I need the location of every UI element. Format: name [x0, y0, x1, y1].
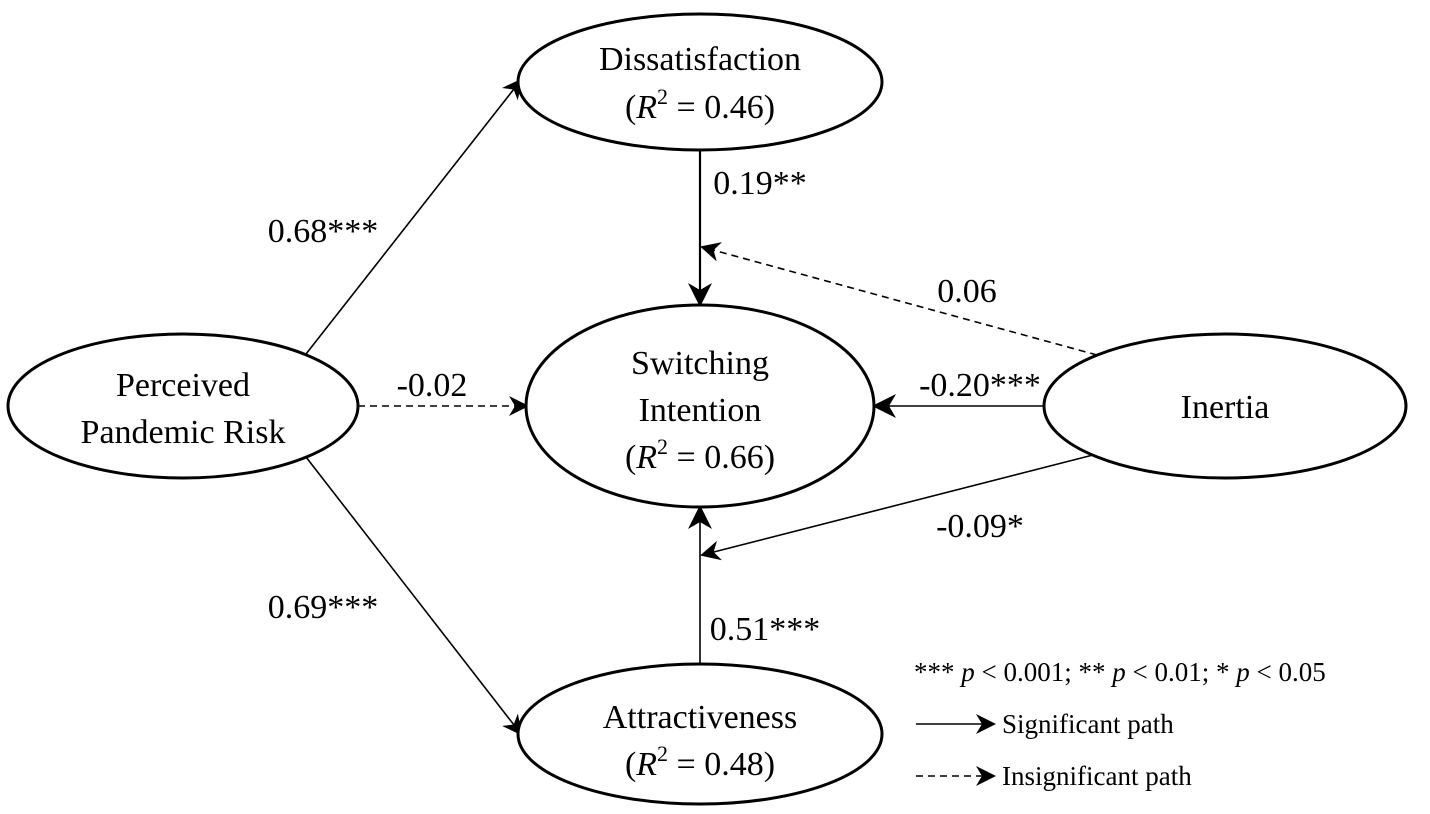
coef-inertia-moderates-attractiveness: -0.09* — [936, 508, 1024, 545]
legend: *** p < 0.001; ** p < 0.01; * p < 0.05 S… — [914, 657, 1326, 791]
coef-risk-to-dissatisfaction: 0.68*** — [268, 213, 379, 250]
node-dissatisfaction-label: Dissatisfaction — [599, 41, 801, 78]
node-dissatisfaction-r2: (R2 = 0.46) — [625, 84, 775, 126]
node-risk-line2: Pandemic Risk — [81, 414, 286, 451]
path-risk-to-attractiveness — [305, 456, 523, 736]
node-switching-line1: Switching — [631, 345, 769, 382]
node-inertia: Inertia — [1042, 332, 1408, 480]
coef-attractiveness-to-switching: 0.51*** — [710, 611, 821, 648]
legend-insignificant-label: Insignificant path — [1002, 761, 1192, 791]
node-inertia-label: Inertia — [1181, 389, 1270, 426]
coef-dissatisfaction-to-switching: 0.19** — [713, 165, 807, 202]
node-attractiveness-label: Attractiveness — [603, 699, 798, 736]
node-switching-intention: Switching Intention (R2 = 0.66) — [524, 303, 876, 509]
node-attractiveness: Attractiveness (R2 = 0.48) — [516, 662, 884, 806]
coef-risk-to-attractiveness: 0.69*** — [268, 589, 379, 626]
path-inertia-moderates-dissatisfaction — [700, 242, 1098, 356]
legend-significant-label: Significant path — [1002, 709, 1174, 739]
node-attractiveness-r2: (R2 = 0.48) — [625, 741, 775, 783]
path-inertia-moderates-attractiveness — [700, 454, 1094, 561]
node-switching-line2: Intention — [639, 392, 762, 429]
node-risk-line1: Perceived — [116, 367, 250, 404]
path-risk-to-dissatisfaction — [305, 78, 523, 355]
node-dissatisfaction: Dissatisfaction (R2 = 0.46) — [516, 12, 884, 152]
coef-inertia-moderates-dissatisfaction: 0.06 — [937, 273, 997, 310]
legend-significance-levels: *** p < 0.001; ** p < 0.01; * p < 0.05 — [914, 657, 1326, 687]
node-perceived-pandemic-risk: Perceived Pandemic Risk — [6, 332, 360, 480]
node-switching-r2: (R2 = 0.66) — [625, 434, 775, 476]
coef-risk-to-switching: -0.02 — [397, 367, 468, 404]
coef-inertia-to-switching: -0.20*** — [919, 367, 1041, 404]
